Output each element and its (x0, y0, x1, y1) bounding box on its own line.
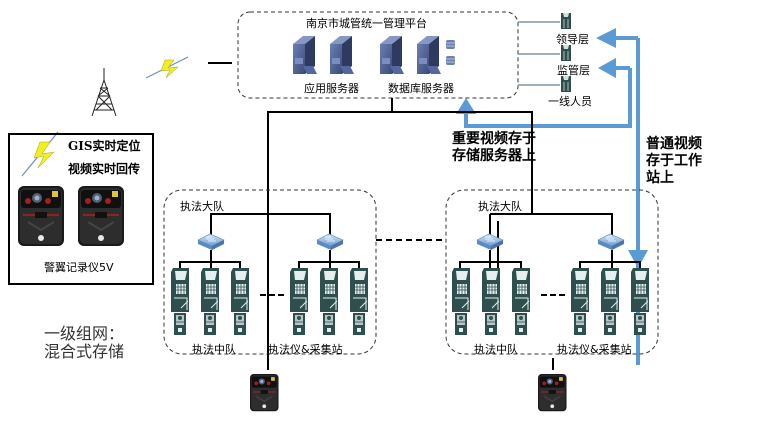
law-recorder-icon (454, 312, 468, 336)
user-layer-leader: 领导层 (556, 33, 589, 46)
important-video-arrow-line (464, 68, 632, 128)
device-box (8, 133, 154, 285)
squad-label-2: 执法中队 (474, 343, 518, 356)
app-servers (293, 36, 354, 74)
body-camera-icon-bottom-1 (249, 373, 280, 412)
body-camera-icon-bottom-2 (537, 373, 568, 412)
wireless-signal-icon-device (21, 131, 59, 177)
collection-kiosk-icon (230, 267, 250, 313)
network-switch-icon-1b (316, 233, 344, 251)
law-recorder-icon (633, 312, 647, 336)
collection-kiosk-icon (170, 267, 190, 313)
station-label-1: 执法仪&采集站 (268, 343, 343, 356)
collection-kiosk-icon (451, 267, 471, 313)
law-recorder-icon (352, 312, 366, 336)
app-server-icon-1 (293, 36, 317, 74)
law-recorder-icon (233, 312, 247, 336)
storage-disk-icon-1 (445, 39, 456, 50)
user-layer-supervisor: 监管层 (557, 64, 590, 77)
collection-kiosk-icon (570, 267, 590, 313)
law-recorder-icon (173, 312, 187, 336)
device-feature-gis: GIS实时定位 (68, 139, 141, 153)
squad-label-1: 执法中队 (192, 343, 236, 356)
collection-kiosk-icon (289, 267, 309, 313)
db-servers (380, 36, 456, 74)
diagram-caption: 一级组网： 混合式存储 (44, 324, 125, 361)
law-recorder-icon (603, 312, 617, 336)
collection-kiosk-icon (600, 267, 620, 313)
collection-stations-brigade-2 (451, 267, 650, 336)
device-label: 警翼记录仪5V (44, 261, 114, 274)
db-server-label: 数据库服务器 (388, 82, 454, 95)
arrow-head-workstation (628, 250, 648, 268)
body-camera-icon-2 (77, 185, 125, 247)
network-switch-icon-2a (476, 233, 504, 251)
law-recorder-icon (292, 312, 306, 336)
collection-kiosk-icon (349, 267, 369, 313)
collection-kiosk-icon (630, 267, 650, 313)
platform-title: 南京市城管统一管理平台 (306, 17, 427, 30)
law-recorder-icon (203, 312, 217, 336)
device-feature-video: 视频实时回传 (68, 162, 141, 176)
important-video-note: 重要视频存于 存储服务器上 (452, 131, 536, 164)
network-switch-icon-1a (197, 233, 225, 251)
app-server-icon-2 (330, 36, 354, 74)
platform-box (237, 11, 519, 99)
collection-kiosk-icon (511, 267, 531, 313)
arrow-head-supervisor (598, 58, 616, 78)
app-server-label: 应用服务器 (304, 82, 359, 95)
db-server-icon-2 (417, 36, 441, 74)
brigade-box-1 (163, 189, 377, 355)
law-recorder-icon (514, 312, 528, 336)
wireless-signal-icon-top (145, 56, 189, 79)
collection-kiosk-icon (319, 267, 339, 313)
arrow-head-leader (596, 28, 616, 48)
law-recorder-icon (484, 312, 498, 336)
db-server-icon-1 (380, 36, 404, 74)
radio-tower-icon (91, 68, 117, 117)
collection-stations-brigade-1 (170, 267, 369, 336)
arrow-head-storage (456, 98, 476, 114)
brigade-box-2 (445, 189, 659, 355)
workstation-icon-supervisor (560, 44, 572, 62)
user-layer-frontline: 一线人员 (548, 95, 592, 108)
network-switch-icon-2b (597, 233, 625, 251)
brigade-label-1: 执法大队 (180, 200, 224, 213)
workstation-icon-frontline (560, 75, 572, 93)
collection-kiosk-icon (200, 267, 220, 313)
brigade-label-2: 执法大队 (478, 200, 522, 213)
station-label-2: 执法仪&采集站 (557, 343, 632, 356)
collection-kiosk-icon (481, 267, 501, 313)
law-recorder-icon (573, 312, 587, 336)
normal-video-note: 普通视频 存于工作 站上 (646, 136, 702, 186)
workstation-icon-leader (560, 12, 572, 30)
storage-disk-icon-2 (445, 55, 456, 66)
law-recorder-icon (322, 312, 336, 336)
body-camera-icon-1 (17, 185, 65, 247)
